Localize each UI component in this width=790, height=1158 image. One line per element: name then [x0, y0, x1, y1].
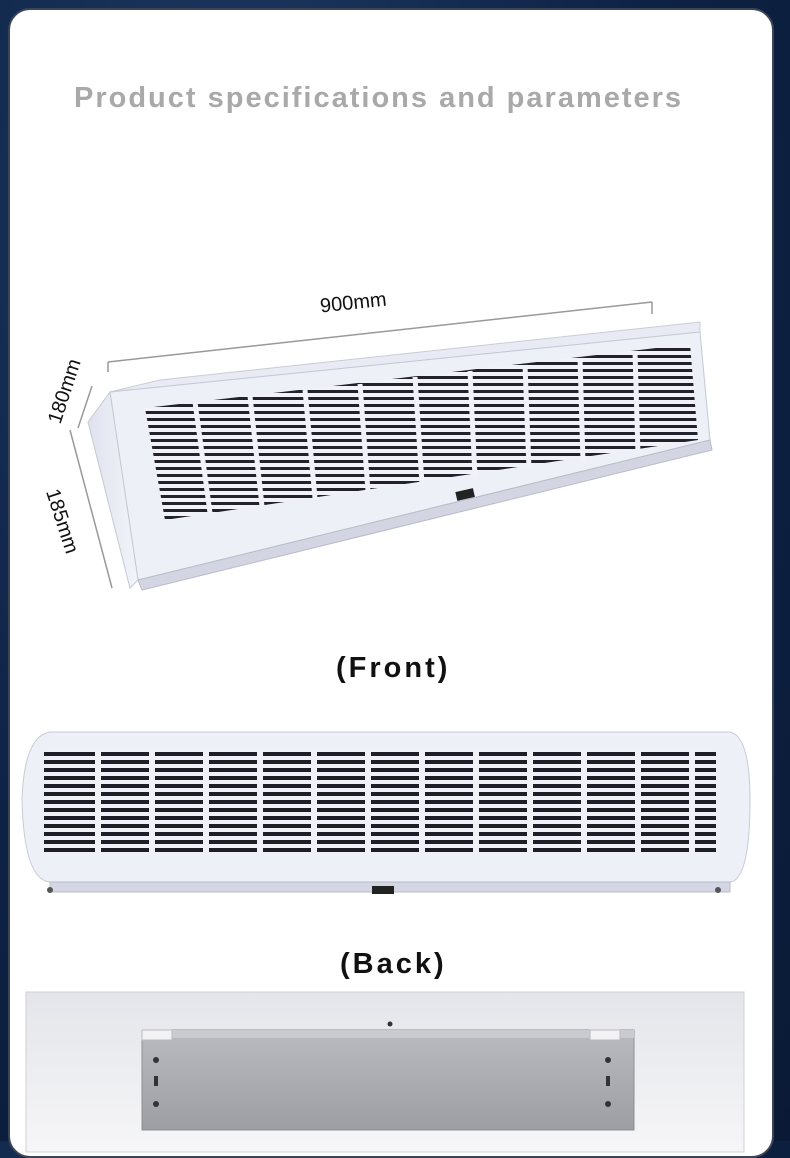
back-view-label: (Back)	[340, 948, 447, 980]
air-curtain-front-image	[21, 731, 751, 894]
dimension-lines	[69, 301, 653, 589]
air-curtain-back-image	[25, 991, 745, 1153]
front-view-label: (Front)	[336, 652, 451, 684]
page-title: Product specifications and parameters	[74, 82, 684, 114]
spec-card: Product specifications and parameters	[8, 8, 774, 1158]
air-curtain-perspective-image	[69, 301, 713, 591]
